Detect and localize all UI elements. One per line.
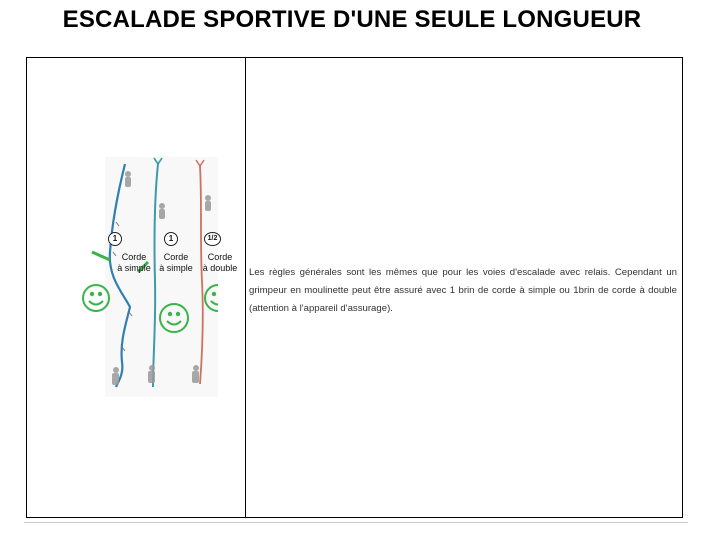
smiley-icon [159, 303, 189, 333]
label-rope-1: Corde à simple [112, 252, 156, 274]
label-line-1: Corde [163, 252, 189, 262]
smiley-icon [82, 284, 110, 312]
label-line-2: à simple [159, 263, 193, 273]
rope-diagram-drawing [82, 157, 218, 397]
label-rope-2: Corde à simple [154, 252, 198, 274]
bottom-rule [24, 522, 688, 523]
rope-diagram-figure: 1 Corde à simple 1 Corde à simple 1/2 Co… [50, 102, 237, 397]
page-title: ESCALADE SPORTIVE D'UNE SEULE LONGUEUR [62, 6, 642, 33]
content-table [26, 57, 683, 518]
label-line-1: Corde [207, 252, 233, 262]
rope-middle [152, 163, 159, 388]
smiley-icon [204, 284, 218, 312]
label-rope-3: Corde à double [198, 252, 242, 274]
body-paragraph: Les règles générales sont les mêmes que … [249, 267, 677, 314]
badge-single-rope-2: 1 [164, 232, 178, 246]
badge-single-rope-1: 1 [108, 232, 122, 246]
rope-left [108, 163, 132, 388]
label-line-2: à double [202, 263, 238, 273]
badge-double-rope: 1/2 [204, 232, 221, 246]
label-line-2: à simple [117, 263, 151, 273]
column-divider [245, 58, 246, 517]
label-line-1: Corde [121, 252, 147, 262]
rope-right [199, 165, 204, 385]
